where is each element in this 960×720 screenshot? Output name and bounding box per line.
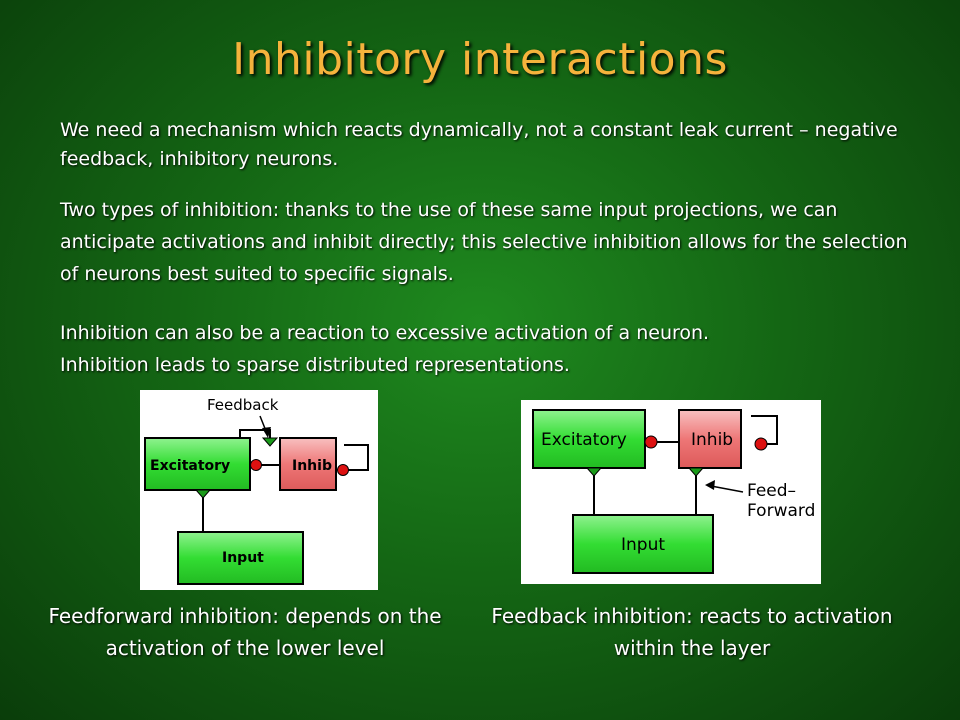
inhib-self-loop — [751, 415, 778, 445]
slide-title: Inhibitory interactions — [232, 34, 728, 85]
excitatory-label: Excitatory — [541, 430, 627, 450]
feedforward-arrow-line — [710, 485, 744, 493]
self-inhibition-synapse-marker — [337, 464, 349, 476]
excitatory-to-inhib-line — [239, 429, 271, 438]
excitatory-synapse-marker — [194, 489, 212, 499]
paragraph-reaction: Inhibition can also be a reaction to exc… — [60, 322, 710, 344]
self-inhibition-synapse-marker — [754, 437, 768, 451]
caption-left: Feedforward inhibition: depends on the a… — [48, 604, 442, 660]
feedback-annotation: Feedback — [207, 396, 279, 414]
input-unit — [572, 514, 714, 574]
paragraph-sparse: Inhibition leads to sparse distributed r… — [60, 354, 570, 376]
inhibitory-synapse-marker — [250, 459, 262, 471]
paragraph-mechanism: We need a mechanism which reacts dynamic… — [60, 119, 898, 170]
caption-right: Feedback inhibition: reacts to activatio… — [491, 604, 893, 660]
feedforward-synapse-marker — [687, 467, 705, 477]
diagram-feedforward-panel: Excitatory Inhib Input Feed– Forward — [521, 400, 821, 584]
inhib-unit — [678, 409, 742, 469]
inhib-label: Inhib — [691, 430, 733, 450]
excitatory-label: Excitatory — [150, 458, 230, 474]
diagram-feedback-svg: Feedback Excitatory Inhib Input — [144, 396, 369, 585]
feedforward-annotation-line1: Feed– — [747, 481, 796, 501]
inhib-self-loop — [344, 444, 369, 471]
input-unit — [177, 531, 304, 585]
feedforward-annotation-line2: Forward — [747, 501, 815, 521]
feedback-arrow-head — [262, 427, 271, 438]
input-label: Input — [621, 535, 665, 555]
diagram-feedback-panel: Feedback Excitatory Inhib Input — [140, 390, 378, 590]
diagram-feedforward-svg: Excitatory Inhib Input Feed– Forward — [532, 409, 815, 574]
excitatory-unit — [532, 409, 646, 469]
inhibitory-synapse-marker — [644, 435, 658, 449]
feedback-synapse-marker — [261, 437, 279, 447]
input-label: Input — [222, 550, 264, 566]
paragraph-types-of-inhibition: Two types of inhibition: thanks to the u… — [60, 199, 908, 285]
excitatory-unit — [144, 437, 251, 491]
inhib-unit — [279, 437, 337, 491]
excitatory-synapse-marker — [585, 467, 603, 477]
feedforward-arrow-head — [705, 480, 715, 490]
inhib-label: Inhib — [292, 458, 332, 474]
